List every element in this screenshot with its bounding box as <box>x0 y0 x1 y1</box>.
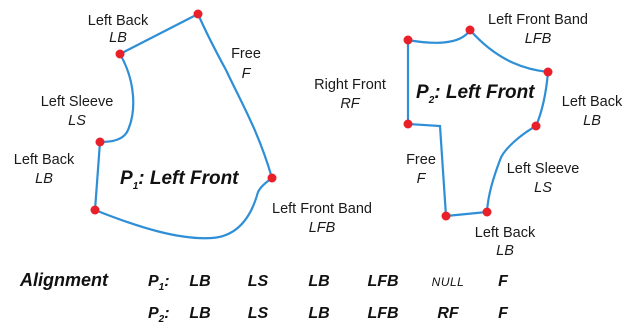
alignment-cell: LB <box>189 305 210 322</box>
alignment-cell: LFB <box>367 273 398 290</box>
edge-label-name: Left Front Band <box>488 12 588 28</box>
edge-label-name: Left Front Band <box>272 201 372 217</box>
edge-label-abbr: LS <box>68 113 86 129</box>
edge-label-name: Left Back <box>14 152 75 168</box>
edge-label-abbr: LB <box>496 243 514 259</box>
edge-label-abbr: RF <box>340 96 360 112</box>
edge-label-abbr: LS <box>534 180 552 196</box>
vertex <box>193 9 203 19</box>
edge-label-name: Right Front <box>314 77 386 93</box>
alignment-row-label: P1: <box>148 273 170 293</box>
edge-label-abbr: LB <box>583 113 601 129</box>
piece1-edge-labels: Left Back LB Free F Left Sleeve LS Left … <box>14 13 372 236</box>
edge-label-name: Left Sleeve <box>41 94 114 110</box>
vertex <box>441 211 451 221</box>
alignment-cell: LB <box>308 305 329 322</box>
edge-label-name: Left Back <box>475 225 536 241</box>
alignment-cell: LB <box>189 273 210 290</box>
piece1-outline <box>93 12 274 240</box>
alignment-cell: RF <box>437 305 460 322</box>
alignment-cell: F <box>498 273 509 290</box>
edge-label-abbr: F <box>242 66 252 82</box>
piece2-edge-labels: Left Front Band LFB Right Front RF Left … <box>314 12 623 259</box>
vertex <box>115 49 125 59</box>
edge-label-name: Left Back <box>88 13 149 29</box>
alignment-cell: LS <box>248 273 269 290</box>
alignment-row-p1: P1: LB LS LB LFB NULL F <box>148 273 509 293</box>
alignment-table: Alignment P1: LB LS LB LFB NULL F P2: LB… <box>19 270 509 325</box>
piece1-title: P1: Left Front <box>120 168 239 192</box>
vertex <box>403 35 413 45</box>
alignment-row-label: P2: <box>148 305 170 325</box>
edge-label-abbr: LB <box>35 171 53 187</box>
alignment-heading: Alignment <box>19 270 109 290</box>
vertex <box>482 207 492 217</box>
alignment-cell: LB <box>308 273 329 290</box>
edge-label-name: Left Sleeve <box>507 161 580 177</box>
vertex <box>465 25 475 35</box>
alignment-cell: LFB <box>367 305 398 322</box>
piece2-outline <box>406 28 550 218</box>
piece1-vertices <box>90 9 277 215</box>
vertex <box>90 205 100 215</box>
alignment-cell: F <box>498 305 509 322</box>
piece2-vertices <box>403 25 553 221</box>
vertex <box>267 173 277 183</box>
piece2-title: P2: Left Front <box>416 82 535 106</box>
vertex <box>95 137 105 147</box>
edge-label-name: Free <box>406 152 436 168</box>
edge-label-abbr: LB <box>109 30 127 46</box>
edge-label-abbr: F <box>417 171 427 187</box>
vertex <box>403 119 413 129</box>
edge-label-abbr: LFB <box>309 220 336 236</box>
alignment-row-p2: P2: LB LS LB LFB RF F <box>148 305 509 325</box>
edge-label-name: Left Back <box>562 94 623 110</box>
alignment-cell-null: NULL <box>432 275 465 289</box>
edge-label-abbr: LFB <box>525 31 552 47</box>
edge-label-name: Free <box>231 46 261 62</box>
vertex <box>543 67 553 77</box>
alignment-cell: LS <box>248 305 269 322</box>
vertex <box>531 121 541 131</box>
